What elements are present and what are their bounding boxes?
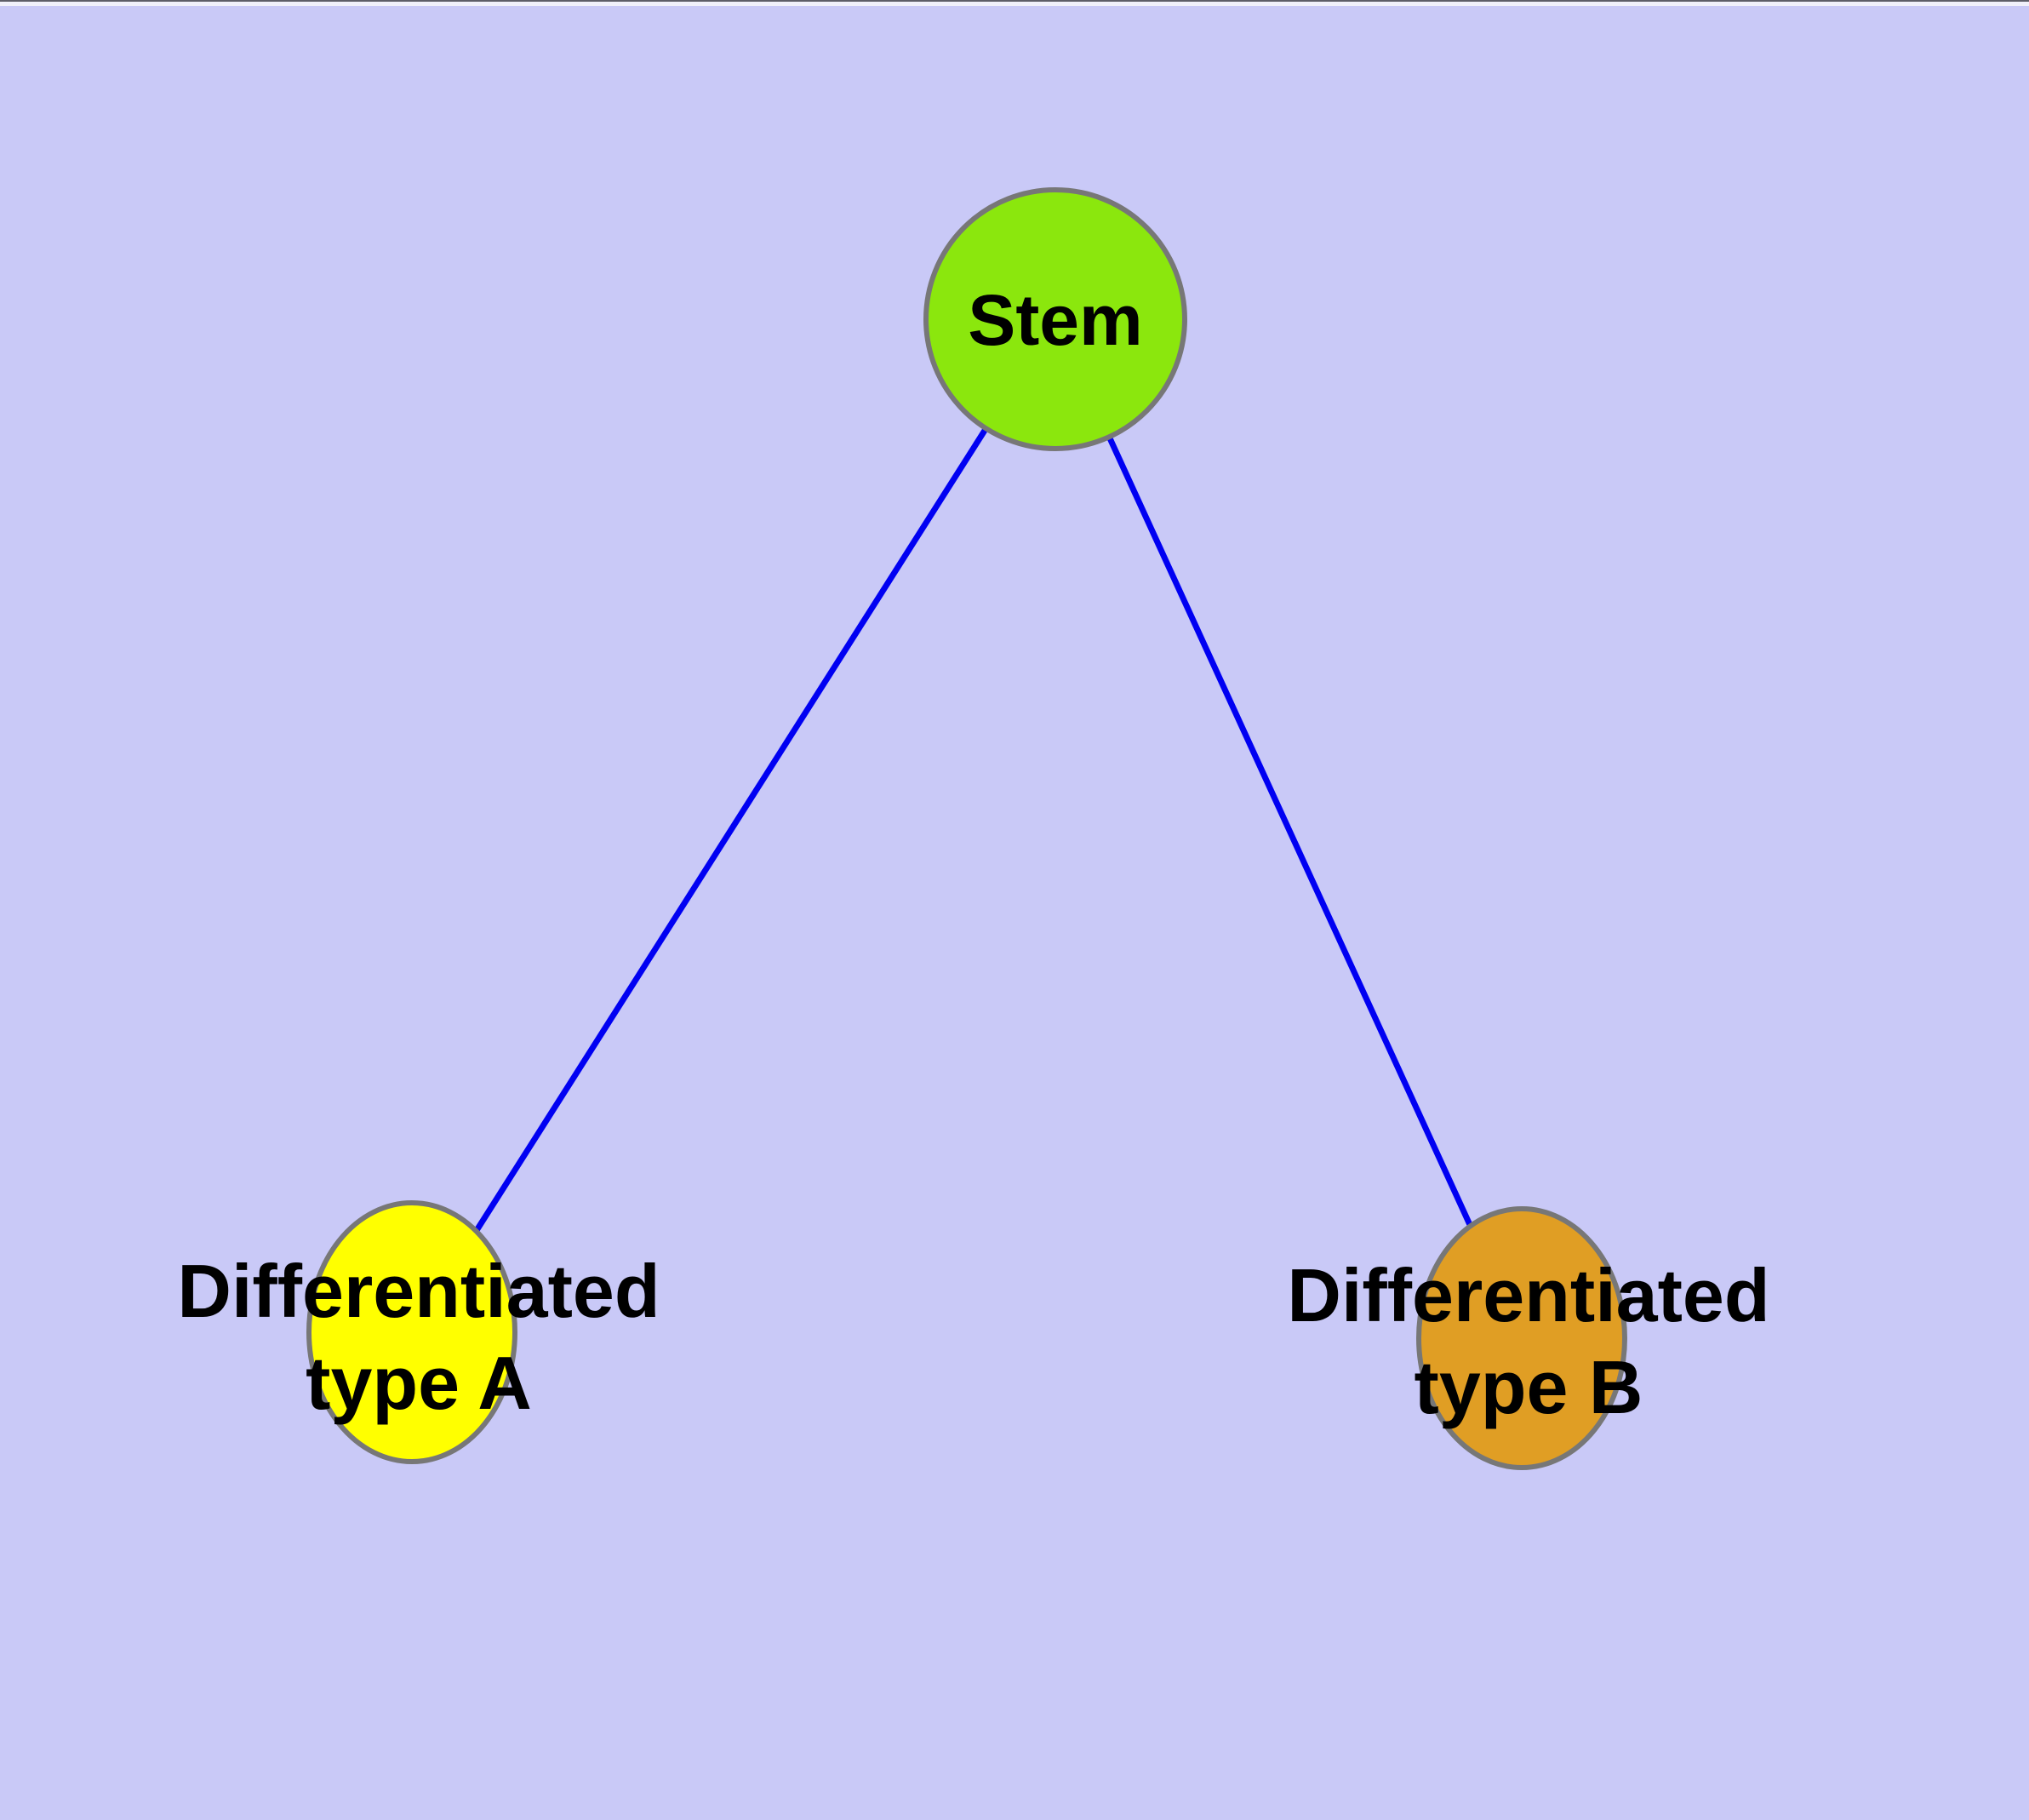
node-type-b-label-line1: Differentiated [1287,1253,1769,1337]
node-stem-label: Stem [968,280,1142,360]
window-top-highlight [0,2,2029,6]
node-stem[interactable]: Stem [923,187,1187,451]
window-top-border [0,0,2029,2]
edge-stem-to-type-a[interactable] [409,318,1058,1334]
node-type-b-label-line2: type B [1415,1345,1643,1429]
node-differentiated-type-a[interactable]: Differentiated type A [177,1200,660,1464]
node-stem-circle[interactable] [923,187,1187,451]
node-differentiated-type-b[interactable]: Differentiated type B [1287,1206,1770,1470]
node-type-a-label-line1: Differentiated [177,1249,660,1333]
edge-stem-to-type-b[interactable] [1052,318,1525,1340]
node-type-a-label-line2: type A [306,1341,532,1425]
node-type-b-ellipse[interactable] [1416,1206,1627,1470]
node-type-a-ellipse[interactable] [306,1200,517,1464]
